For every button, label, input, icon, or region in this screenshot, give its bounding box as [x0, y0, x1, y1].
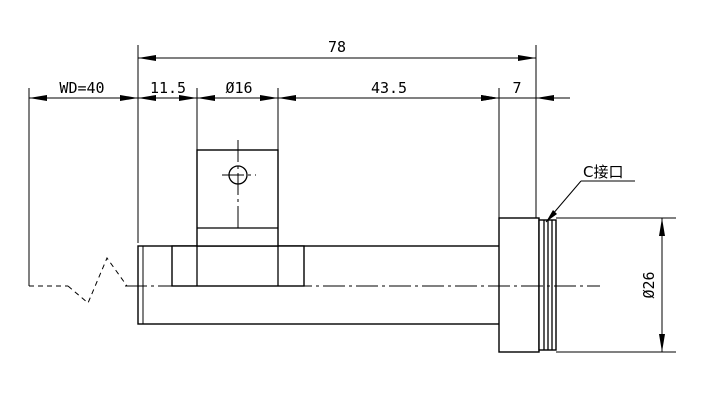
dimension-overall-label: 78	[328, 38, 346, 56]
dimension-overall: 78	[138, 38, 536, 61]
connector-callout-label: C接口	[583, 163, 623, 181]
mount-collar	[171, 245, 305, 287]
dimension-outer-diameter-label: Ø26	[640, 271, 658, 298]
connector-callout: C接口	[545, 163, 635, 223]
dimension-body-length-label: 43.5	[371, 79, 407, 97]
dimension-wd-label: WD=40	[59, 79, 104, 97]
dimension-flange-length-label: 7	[512, 79, 521, 97]
rear-flange	[498, 217, 540, 353]
lens-body	[137, 140, 557, 353]
dimension-mount-diameter-label: Ø16	[225, 79, 252, 97]
mounting-bracket	[196, 149, 279, 247]
dimension-outer-diameter: Ø26	[640, 218, 665, 352]
dimension-row: WD=40 11.5 Ø16 43.5 7	[29, 79, 570, 101]
dimension-offset-label: 11.5	[150, 79, 186, 97]
working-distance-line	[29, 256, 150, 304]
